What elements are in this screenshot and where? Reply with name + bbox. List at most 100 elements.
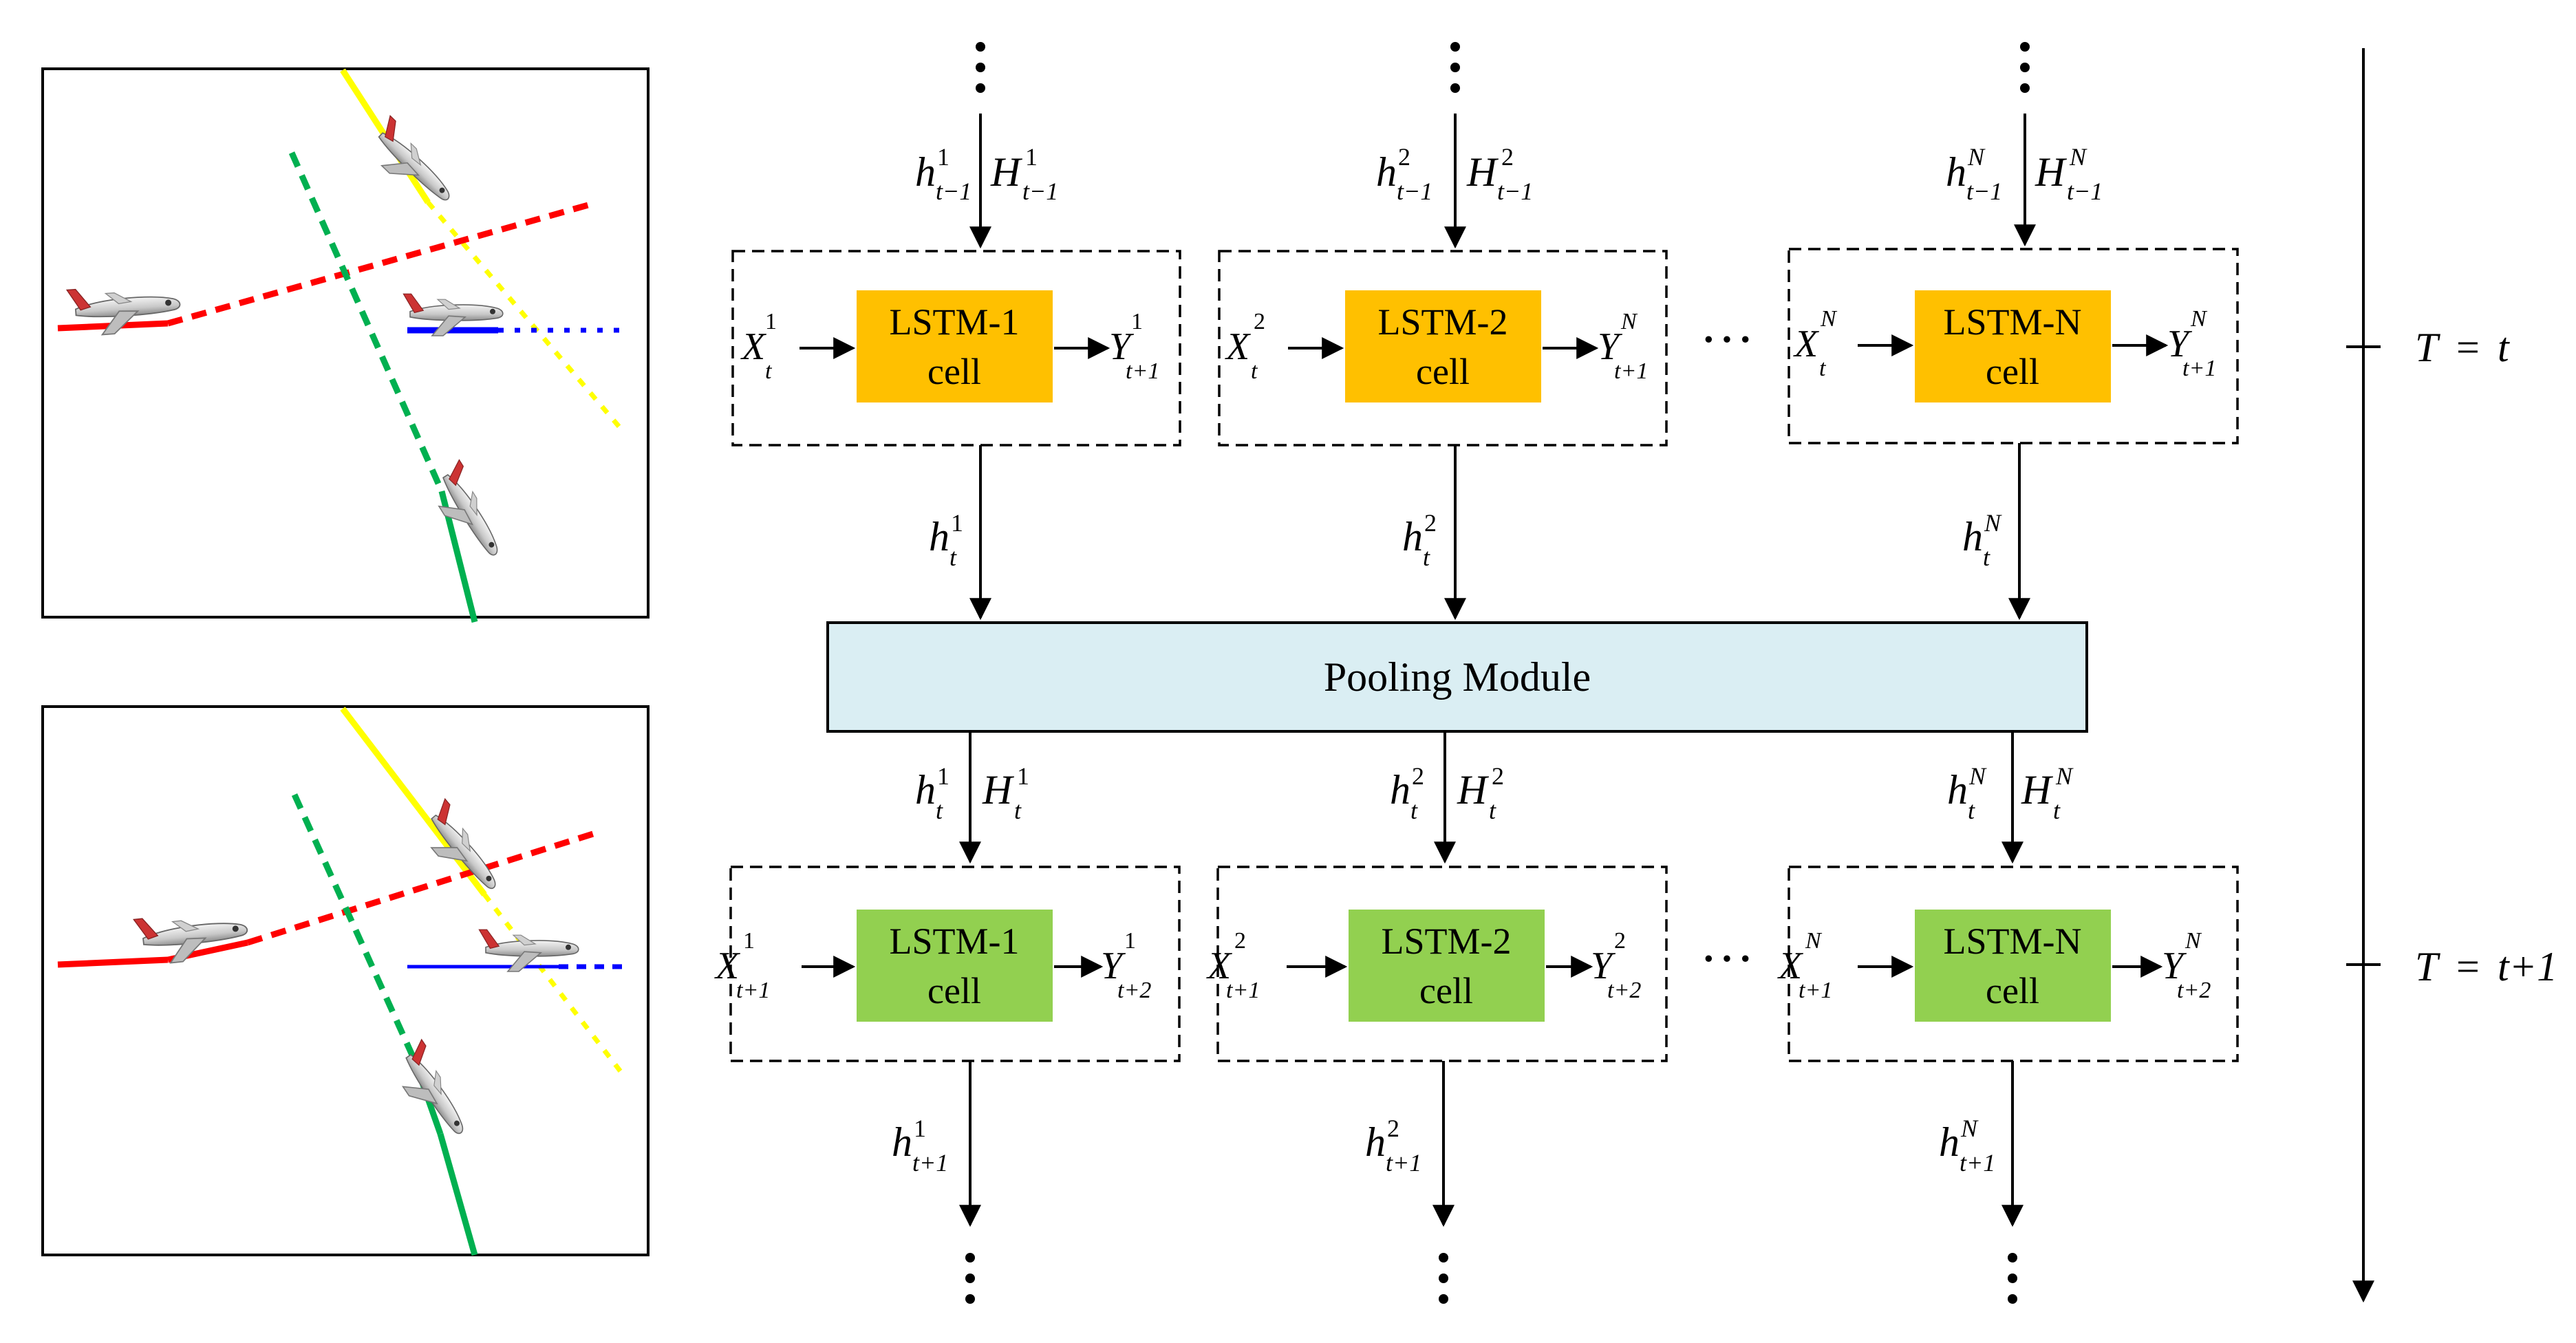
svg-text:N: N: [1620, 309, 1638, 334]
svg-text:t: t: [765, 358, 773, 384]
svg-text:2: 2: [1234, 928, 1246, 954]
svg-text:t+1: t+1: [1960, 1149, 1995, 1177]
svg-text:cell: cell: [1416, 351, 1470, 392]
svg-text:=: =: [2456, 325, 2480, 370]
svg-text:h: h: [929, 514, 949, 559]
svg-text:t: t: [1489, 797, 1496, 824]
bottom-input-n: X N t+1: [1777, 928, 1832, 1003]
svg-text:h: h: [1946, 149, 1966, 195]
scene-panel-top: [41, 67, 650, 623]
svg-text:1: 1: [937, 762, 949, 790]
top-output-1: Y 1 t+1: [1109, 309, 1159, 384]
svg-text:X: X: [1206, 945, 1233, 987]
bottom-input-1: X 1 t+1: [714, 928, 770, 1003]
top-state-label-2: h 2 t−1 H 2 t−1: [1376, 143, 1533, 205]
scene-panel-bottom: [41, 705, 650, 1256]
svg-text:Y: Y: [1591, 945, 1616, 987]
svg-text:X: X: [1225, 325, 1252, 368]
svg-text:N: N: [2069, 143, 2087, 171]
svg-text:t: t: [1410, 797, 1418, 824]
pooling-module: Pooling Module: [826, 621, 2088, 733]
bottom-cell-n: LSTM-N cell: [1915, 910, 2111, 1022]
svg-text:Y: Y: [1598, 325, 1623, 368]
hidden-state-label-2: h 2 t: [1402, 509, 1437, 571]
svg-text:Y: Y: [2162, 945, 2187, 987]
svg-text:2: 2: [1398, 143, 1410, 171]
svg-text:h: h: [915, 149, 936, 195]
next-hidden-label-n: h N t+1: [1939, 1115, 1995, 1177]
svg-text:2: 2: [1254, 309, 1265, 334]
svg-text:LSTM-N: LSTM-N: [1944, 921, 2082, 962]
svg-text:1: 1: [743, 928, 755, 954]
bottom-cell-2: LSTM-2 cell: [1349, 910, 1545, 1022]
svg-text:N: N: [1960, 1115, 1979, 1142]
svg-text:LSTM-N: LSTM-N: [1944, 301, 2082, 343]
svg-text:LSTM-2: LSTM-2: [1378, 301, 1508, 343]
svg-text:X: X: [740, 325, 767, 368]
svg-text:T: T: [2415, 325, 2440, 370]
svg-text:t+1: t+1: [1126, 358, 1159, 384]
svg-text:H: H: [982, 767, 1015, 813]
top-output-2: Y N t+1: [1598, 309, 1648, 384]
svg-text:t−1: t−1: [1022, 178, 1058, 205]
pooled-state-label-n: h N t H N t: [1947, 762, 2074, 824]
svg-text:1: 1: [1017, 762, 1029, 790]
svg-text:t+2: t+2: [1607, 978, 1641, 1003]
svg-text:h: h: [915, 767, 936, 813]
svg-text:N: N: [2185, 928, 2202, 954]
svg-text:2: 2: [1387, 1115, 1399, 1142]
svg-text:t: t: [1014, 797, 1022, 824]
top-state-label-n: h N t−1 H N t−1: [1946, 143, 2103, 205]
svg-text:t: t: [1423, 544, 1430, 571]
svg-text:X: X: [714, 945, 741, 987]
pooled-state-label-2: h 2 t H 2 t: [1390, 762, 1504, 824]
next-hidden-label-1: h 1 t+1: [892, 1115, 948, 1177]
svg-text:t: t: [949, 544, 957, 571]
pooled-state-label-1: h 1 t H 1 t: [915, 762, 1029, 824]
svg-text:N: N: [2190, 306, 2208, 332]
svg-text:H: H: [1457, 767, 1490, 813]
svg-text:H: H: [2035, 149, 2068, 195]
bottom-output-n: Y N t+2: [2162, 928, 2211, 1003]
svg-text:t+1: t+1: [1799, 978, 1832, 1003]
svg-text:t−1: t−1: [1397, 178, 1432, 205]
svg-text:cell: cell: [1419, 970, 1473, 1011]
svg-text:N: N: [2055, 762, 2074, 790]
svg-text:t−1: t−1: [936, 178, 972, 205]
svg-text:2: 2: [1424, 509, 1437, 537]
svg-text:t: t: [1251, 358, 1258, 384]
top-input-1: X 1 t: [740, 309, 777, 384]
svg-text:h: h: [1365, 1119, 1386, 1165]
time-label-t-plus-1: T = t+1: [2415, 944, 2557, 989]
svg-text:t+2: t+2: [2177, 978, 2211, 1003]
svg-text:=: =: [2456, 944, 2480, 989]
svg-text:t: t: [1983, 544, 1990, 571]
svg-text:h: h: [1947, 767, 1968, 813]
bottom-cell-1: LSTM-1 cell: [857, 910, 1053, 1022]
vertical-ellipsis-top: [976, 42, 2030, 93]
svg-text:cell: cell: [1986, 351, 2039, 392]
svg-text:cell: cell: [927, 351, 981, 392]
svg-text:t+1: t+1: [2182, 356, 2216, 381]
svg-text:T: T: [2415, 944, 2440, 989]
svg-text:H: H: [1466, 149, 1499, 195]
svg-text:H: H: [2021, 767, 2054, 813]
svg-text:t+2: t+2: [1117, 978, 1151, 1003]
time-label-t: T = t: [2415, 325, 2510, 370]
top-input-2: X 2 t: [1225, 309, 1265, 384]
svg-text:t+1: t+1: [1386, 1149, 1421, 1177]
top-state-label-1: h 1 t−1 H 1 t−1: [915, 143, 1058, 205]
svg-text:Pooling Module: Pooling Module: [1324, 654, 1591, 700]
timeline: T = t T = t+1: [2346, 48, 2557, 1303]
svg-text:h: h: [1376, 149, 1397, 195]
next-hidden-label-2: h 2 t+1: [1365, 1115, 1421, 1177]
svg-text:N: N: [1820, 306, 1838, 332]
svg-text:t+1: t+1: [1614, 358, 1648, 384]
svg-text:1: 1: [765, 309, 777, 334]
svg-text:2: 2: [1492, 762, 1504, 790]
vertical-ellipsis-bottom: [965, 1253, 2017, 1304]
bottom-row: h 1 t H 1 t h 2 t H 2 t h N t H N t: [714, 731, 2239, 1304]
top-input-n: X N t: [1793, 306, 1838, 381]
svg-text:t−1: t−1: [1497, 178, 1533, 205]
